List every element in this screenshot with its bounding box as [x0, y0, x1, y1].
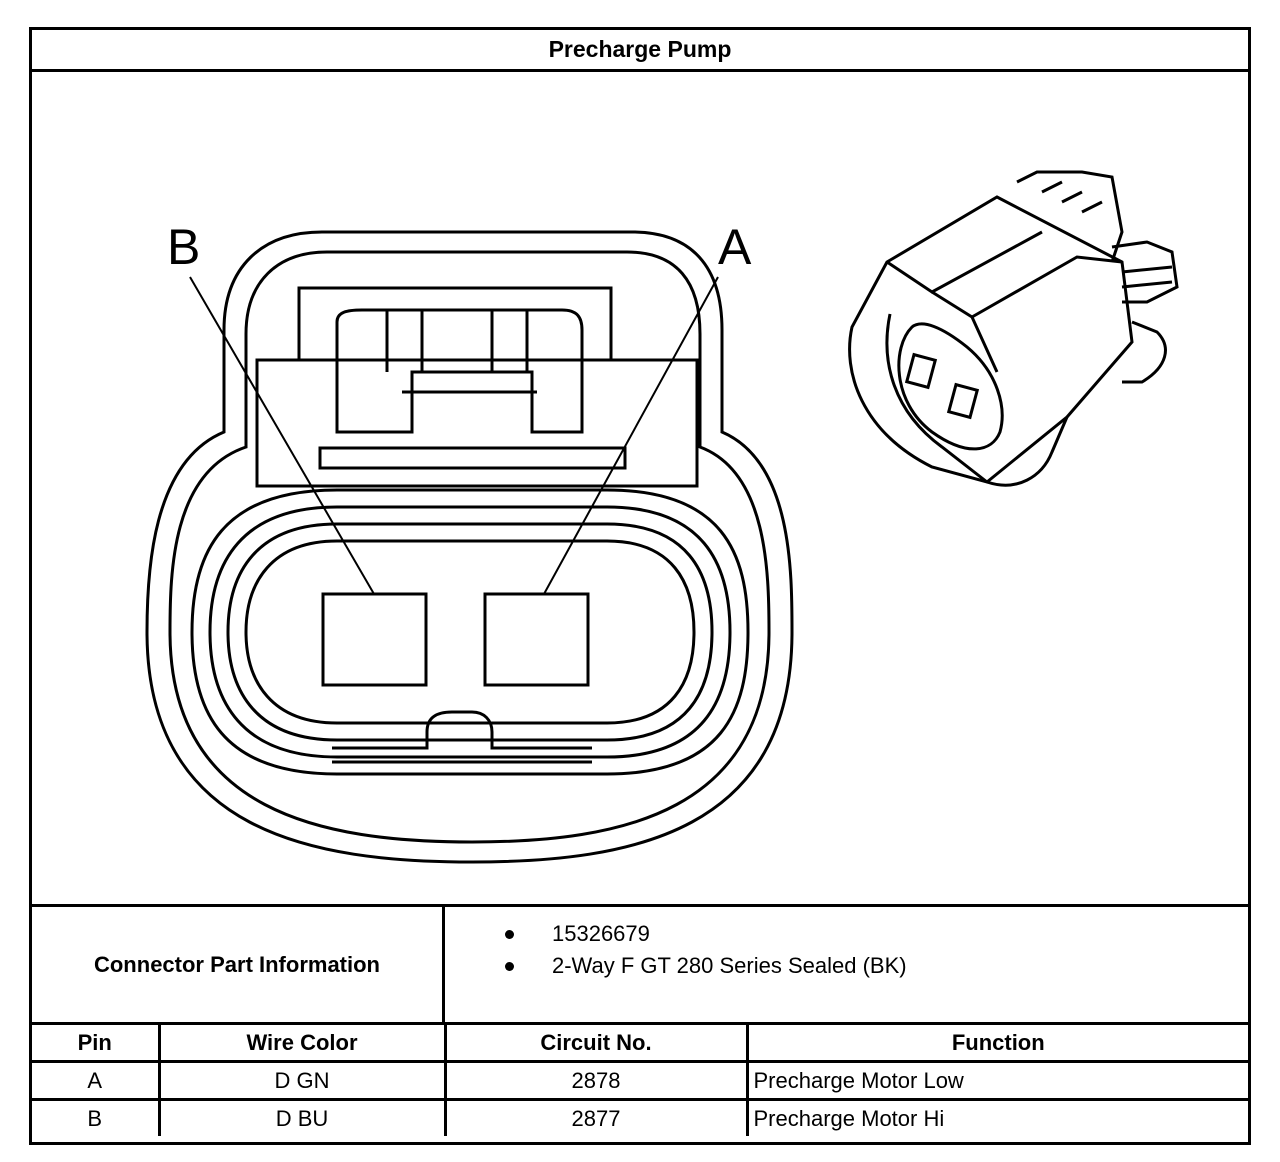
table-row: B D BU 2877 Precharge Motor Hi: [32, 1098, 1248, 1136]
cell-wire-color: D GN: [157, 1060, 447, 1101]
bullet-icon: [505, 961, 514, 971]
pin-table: Pin Wire Color Circuit No. Function A D …: [32, 1022, 1248, 1136]
connector-part-info-list: 15326679 2-Way F GT 280 Series Sealed (B…: [445, 907, 1248, 1022]
pin-a-leader: [543, 276, 719, 595]
pin-leader-lines: [189, 276, 719, 595]
bullet-icon: [505, 929, 514, 939]
pin-table-header: Pin Wire Color Circuit No. Function: [32, 1022, 1248, 1063]
connector-description: 2-Way F GT 280 Series Sealed (BK): [552, 953, 907, 978]
connector-diagram: B A: [32, 72, 1248, 904]
header-pin: Pin: [32, 1022, 161, 1063]
connector-part-info-row: Connector Part Information 15326679 2-Wa…: [32, 904, 1248, 1022]
connector-sheet: Precharge Pump: [29, 27, 1251, 1145]
cell-circuit: 2878: [443, 1060, 749, 1101]
connector-face: [145, 230, 794, 864]
list-item: 2-Way F GT 280 Series Sealed (BK): [445, 951, 1248, 981]
cell-circuit: 2877: [443, 1098, 749, 1136]
cell-wire-color: D BU: [157, 1098, 447, 1136]
connector-face-view: B A: [145, 170, 1179, 864]
pin-b-cavity: [321, 592, 428, 687]
table-row: A D GN 2878 Precharge Motor Low: [32, 1060, 1248, 1101]
header-wire-color: Wire Color: [157, 1022, 447, 1063]
list-item: 15326679: [445, 919, 1248, 949]
connector-3d-illustration: [848, 170, 1179, 487]
sheet-title: Precharge Pump: [32, 30, 1248, 72]
header-circuit: Circuit No.: [443, 1022, 749, 1063]
cell-pin: A: [32, 1060, 161, 1101]
connector-part-info-label: Connector Part Information: [32, 907, 445, 1022]
pin-a-label: A: [718, 219, 752, 275]
header-function: Function: [745, 1022, 1248, 1063]
pin-b-label: B: [167, 219, 200, 275]
cell-function: Precharge Motor Low: [745, 1060, 1248, 1101]
pin-a-cavity: [483, 592, 590, 687]
cell-pin: B: [32, 1098, 161, 1136]
pin-b-leader: [189, 276, 375, 595]
cell-function: Precharge Motor Hi: [745, 1098, 1248, 1136]
part-number: 15326679: [552, 921, 650, 946]
